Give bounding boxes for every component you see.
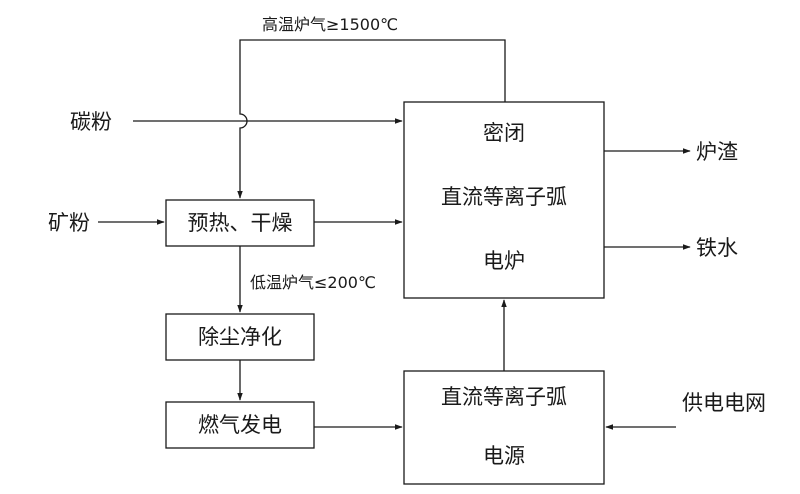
preheat-drying-box: [165, 199, 315, 247]
dust-removal-box: [165, 313, 315, 361]
preheat-drying-label: 预热、干燥: [188, 211, 293, 235]
gas-power-generation-box: [165, 401, 315, 449]
ore-powder-label: 矿粉: [48, 211, 90, 235]
slag-label: 炉渣: [696, 140, 738, 164]
furnace-label-line3: 电炉: [483, 249, 525, 273]
power-grid-label: 供电电网: [682, 391, 766, 415]
power-supply-label-line2: 电源: [483, 444, 525, 468]
low-temp-gas-annotation: 低温炉气≤200℃: [250, 273, 376, 292]
dust-removal-label: 除尘净化: [198, 325, 282, 349]
plasma-arc-power-supply-box: [403, 370, 605, 485]
gas-power-generation-label: 燃气发电: [198, 413, 282, 437]
high-temp-gas-loop-line: [237, 39, 506, 199]
power-supply-label-line1: 直流等离子弧: [441, 385, 567, 409]
molten-iron-label: 铁水: [696, 236, 738, 260]
carbon-powder-label: 碳粉: [70, 110, 112, 134]
high-temp-gas-annotation: 高温炉气≥1500℃: [262, 15, 398, 34]
plasma-arc-furnace-box: [403, 101, 605, 299]
furnace-label-line2: 直流等离子弧: [441, 185, 567, 209]
furnace-label-line1: 密闭: [483, 121, 525, 145]
